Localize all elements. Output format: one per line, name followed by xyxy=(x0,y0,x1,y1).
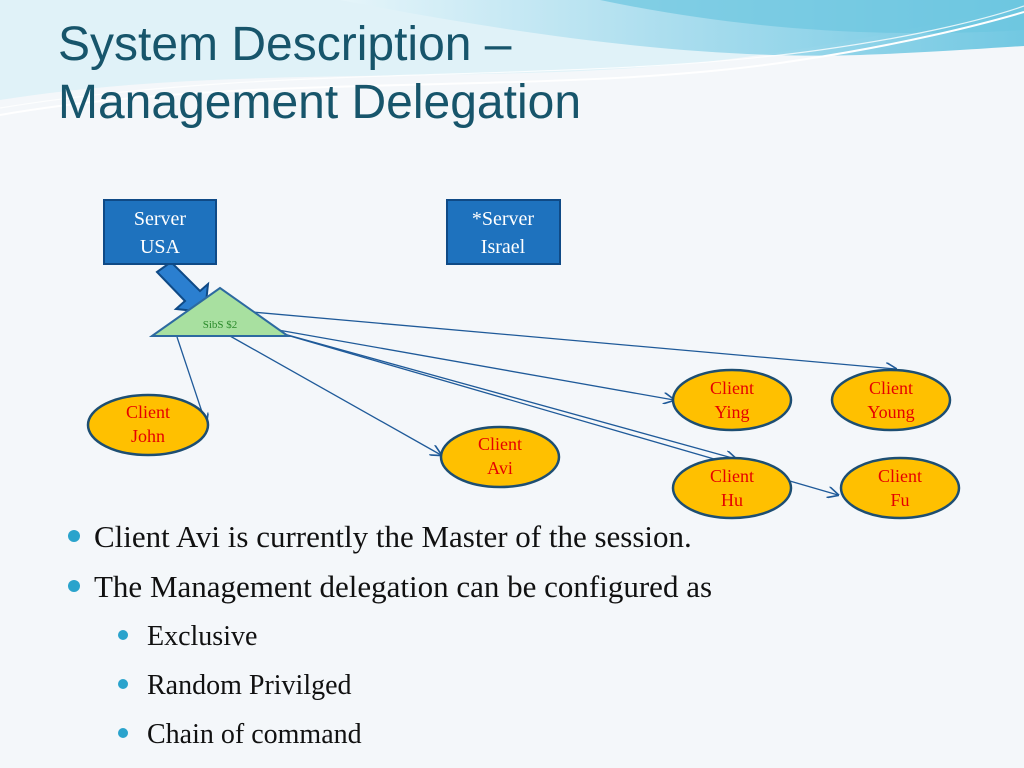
bullet-list: Client Avi is currently the Master of th… xyxy=(64,512,712,759)
sub-bullet-text: Exclusive xyxy=(147,621,258,652)
client-hu: Client Hu xyxy=(671,456,793,520)
sub-bullet-item: Chain of command xyxy=(64,710,712,759)
server-israel-line1: *Server xyxy=(472,208,535,230)
bullet-dot-icon xyxy=(118,630,128,640)
sub-bullet-text: Random Privilged xyxy=(147,670,352,701)
server-usa-line2: USA xyxy=(140,236,181,258)
server-usa-line1: Server xyxy=(134,208,187,230)
client-ying-line1: Client xyxy=(710,378,754,398)
client-fu: Client Fu xyxy=(839,456,961,520)
client-young-line2: Young xyxy=(867,402,914,422)
slide-title-line2: Management Delegation xyxy=(58,76,582,129)
client-fu-line2: Fu xyxy=(890,490,909,510)
bullet-dot-icon xyxy=(68,580,80,592)
client-young: Client Young xyxy=(830,368,952,432)
link-hub-young xyxy=(251,311,896,369)
slide-title: System Description – Management Delegati… xyxy=(58,16,581,132)
link-hub-hu xyxy=(283,333,736,459)
client-ying-line2: Ying xyxy=(714,402,749,422)
connections xyxy=(176,311,896,495)
sibs-hub: SibS $2 xyxy=(148,286,292,337)
client-john-line2: John xyxy=(131,426,165,446)
link-hub-avi xyxy=(229,335,441,455)
sub-bullet-item: Exclusive xyxy=(64,612,712,661)
client-hu-line2: Hu xyxy=(721,490,743,510)
bullet-item: Client Avi is currently the Master of th… xyxy=(64,512,712,562)
link-hub-ying xyxy=(277,329,674,400)
client-ying: Client Ying xyxy=(671,368,793,432)
client-avi-line2: Avi xyxy=(487,458,513,478)
client-avi: Client Avi xyxy=(439,425,561,489)
client-john: Client John xyxy=(86,393,210,457)
client-avi-line1: Client xyxy=(478,434,522,454)
client-john-line1: Client xyxy=(126,402,170,422)
sub-bullet-item: Random Privilged xyxy=(64,661,712,710)
sub-bullet-text: Chain of command xyxy=(147,719,362,750)
bullet-text: The Management delegation can be configu… xyxy=(94,569,713,604)
bullet-item: The Management delegation can be configu… xyxy=(64,562,712,612)
server-israel: *Server Israel xyxy=(446,199,561,265)
bullet-dot-icon xyxy=(118,728,128,738)
bullet-text: Client Avi is currently the Master of th… xyxy=(94,519,692,554)
bullet-dot-icon xyxy=(118,679,128,689)
client-fu-line1: Client xyxy=(878,466,922,486)
sibs-hub-label: SibS $2 xyxy=(203,319,238,331)
client-hu-line1: Client xyxy=(710,466,754,486)
slide-title-line1: System Description – xyxy=(58,18,512,71)
server-usa: Server USA xyxy=(103,199,217,265)
bullet-dot-icon xyxy=(68,530,80,542)
server-israel-line2: Israel xyxy=(481,236,526,258)
client-young-line1: Client xyxy=(869,378,913,398)
